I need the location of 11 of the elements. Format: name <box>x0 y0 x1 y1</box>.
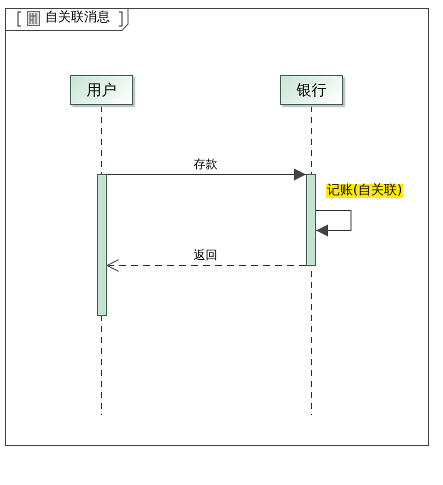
title: 自关联消息 <box>45 10 110 26</box>
message-label: 记账(自关联) <box>326 184 404 198</box>
message-arrow <box>106 168 306 180</box>
activation-bar <box>306 174 316 266</box>
message-label: 存款 <box>192 156 218 170</box>
message-arrow <box>316 210 352 236</box>
activation-bar <box>97 174 107 316</box>
return-arrow <box>106 259 306 272</box>
participant-box: 银行 <box>280 75 343 105</box>
participant-box: 用户 <box>70 75 133 105</box>
message-label: 返回 <box>192 248 218 262</box>
